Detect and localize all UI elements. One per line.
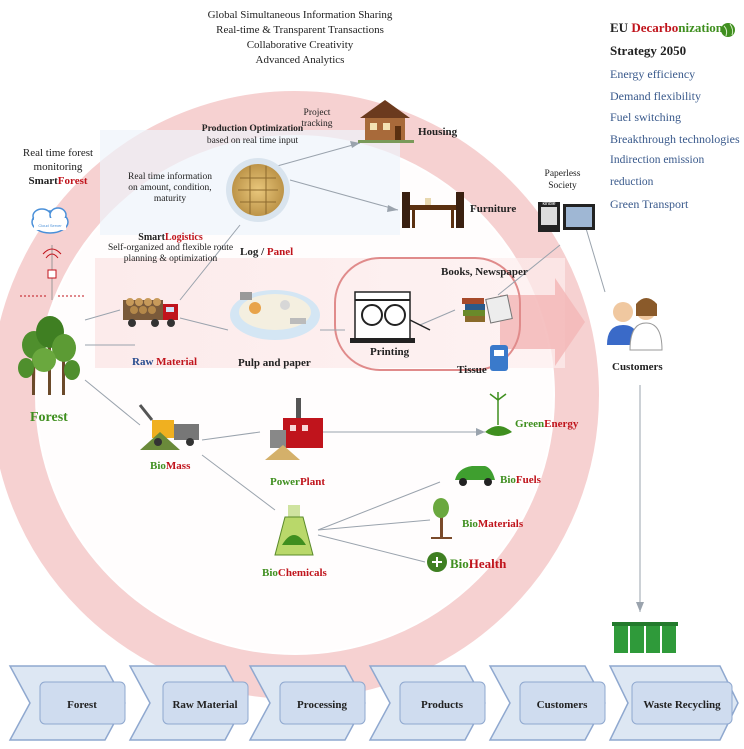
tissue-label: Tissue (457, 364, 487, 376)
chain-step: Waste Recycling (608, 665, 739, 741)
printing-group-outline (334, 257, 521, 371)
tissue-icon (490, 345, 508, 371)
eu-strategy-panel: EU Decarbonization Strategy 2050 Energy … (610, 20, 742, 215)
realtime-info-text: Real time information on amount, conditi… (128, 172, 212, 204)
biomaterials-label: BioMaterials (462, 518, 524, 530)
feature-item: Global Simultaneous Information Sharing (207, 9, 393, 21)
chain-step: Processing (248, 665, 366, 741)
pulp-machine-icon (230, 290, 320, 340)
forest-label: Forest (30, 410, 68, 425)
forest-icon (18, 316, 80, 395)
eu-strategy-item: Indirection emission reduction (610, 154, 705, 188)
cloud-server-icon: Cloud Server (31, 207, 69, 234)
feature-item: Advanced Analytics (255, 54, 345, 66)
project-tracking-label: Project tracking (301, 108, 333, 129)
arrowhead (476, 428, 485, 436)
value-chain-bar: Forest Raw Material Processing Products … (8, 665, 739, 741)
arrowhead (350, 141, 360, 148)
pulp-label: Pulp and paper (238, 357, 311, 369)
top-features: Global Simultaneous Information Sharing … (180, 8, 420, 68)
sensor-mast-icon (20, 245, 84, 300)
eu-strategy-item: Breakthrough technologies (610, 131, 740, 146)
books-icon (462, 294, 513, 324)
eu-strategy-item: Fuel switching (610, 110, 681, 125)
chain-step: Raw Material (128, 665, 249, 741)
biomass-machine-icon (138, 404, 199, 450)
cloud-server-label: Cloud Server (38, 223, 62, 228)
housing-label: Housing (418, 126, 458, 138)
production-optimization-label: Production Optimization based on real ti… (201, 124, 304, 146)
eu-strategy-item: Energy efficiency (610, 67, 696, 81)
feature-item: Collaborative Creativity (246, 39, 354, 51)
arrowhead (387, 205, 398, 212)
printing-press-icon (350, 291, 431, 343)
flow-arrow (500, 278, 585, 366)
biofuels-label: BioFuels (500, 474, 541, 486)
chain-step-label: Processing (297, 699, 347, 711)
greenenergy-label: GreenEnergy (515, 418, 579, 430)
smart-logistics-text: SmartLogistics Self-organized and flexib… (108, 232, 234, 264)
chain-step-label: Forest (67, 699, 97, 711)
eu-subtitle: Strategy 2050 (610, 43, 687, 58)
customers-label: Customers (612, 361, 663, 373)
ereader-icon: kindle (538, 201, 595, 232)
furniture-label: Furniture (470, 203, 517, 215)
chain-step: Forest (8, 665, 126, 741)
monitoring-label: Real time forest monitoring SmartForest (8, 146, 108, 188)
house-icon (358, 100, 414, 143)
eu-title: EU Decarbonization (610, 20, 724, 35)
biomass-label: BioMass (150, 460, 191, 472)
eu-strategy-item: Green Transport (610, 196, 689, 211)
connectors (84, 142, 641, 612)
log-panel-icon (226, 158, 290, 222)
chain-step: Customers (488, 665, 606, 741)
paperless-label: Paperless Society (544, 169, 581, 191)
biofuel-car-icon (455, 466, 495, 486)
green-energy-icon (485, 392, 512, 436)
chain-step-label: Waste Recycling (643, 699, 721, 711)
feature-item: Real-time & Transparent Transactions (216, 24, 384, 36)
printing-label: Printing (370, 346, 410, 358)
chain-step-label: Customers (537, 699, 588, 711)
power-plant-icon (265, 398, 323, 460)
arrowhead (636, 602, 644, 612)
customers-icon (607, 298, 663, 351)
chain-step-label: Products (421, 699, 464, 711)
biohealth-label: BioHealth (450, 556, 507, 571)
waste-bins-icon (612, 622, 678, 653)
biomaterials-tree-icon (431, 498, 452, 539)
green-globe-icon (721, 23, 735, 37)
chain-step: Products (368, 665, 486, 741)
biochemicals-label: BioChemicals (262, 567, 327, 579)
raw-material-label: Raw Material (132, 356, 198, 368)
books-label: Books, Newspaper (441, 266, 528, 278)
eu-strategy-list: Energy efficiency Demand flexibility Fue… (610, 64, 742, 215)
biochemicals-flask-icon (274, 505, 314, 556)
biohealth-icon (427, 552, 447, 572)
log-panel-label: Log / Panel (240, 246, 294, 258)
smart-forest-label: SmartForest (28, 175, 88, 187)
svg-text:kindle: kindle (542, 201, 555, 207)
powerplant-label: PowerPlant (270, 476, 325, 488)
chain-step-label: Raw Material (172, 699, 237, 711)
furniture-icon (402, 192, 464, 228)
logging-truck-icon (123, 298, 178, 327)
eu-strategy-item: Demand flexibility (610, 88, 701, 103)
